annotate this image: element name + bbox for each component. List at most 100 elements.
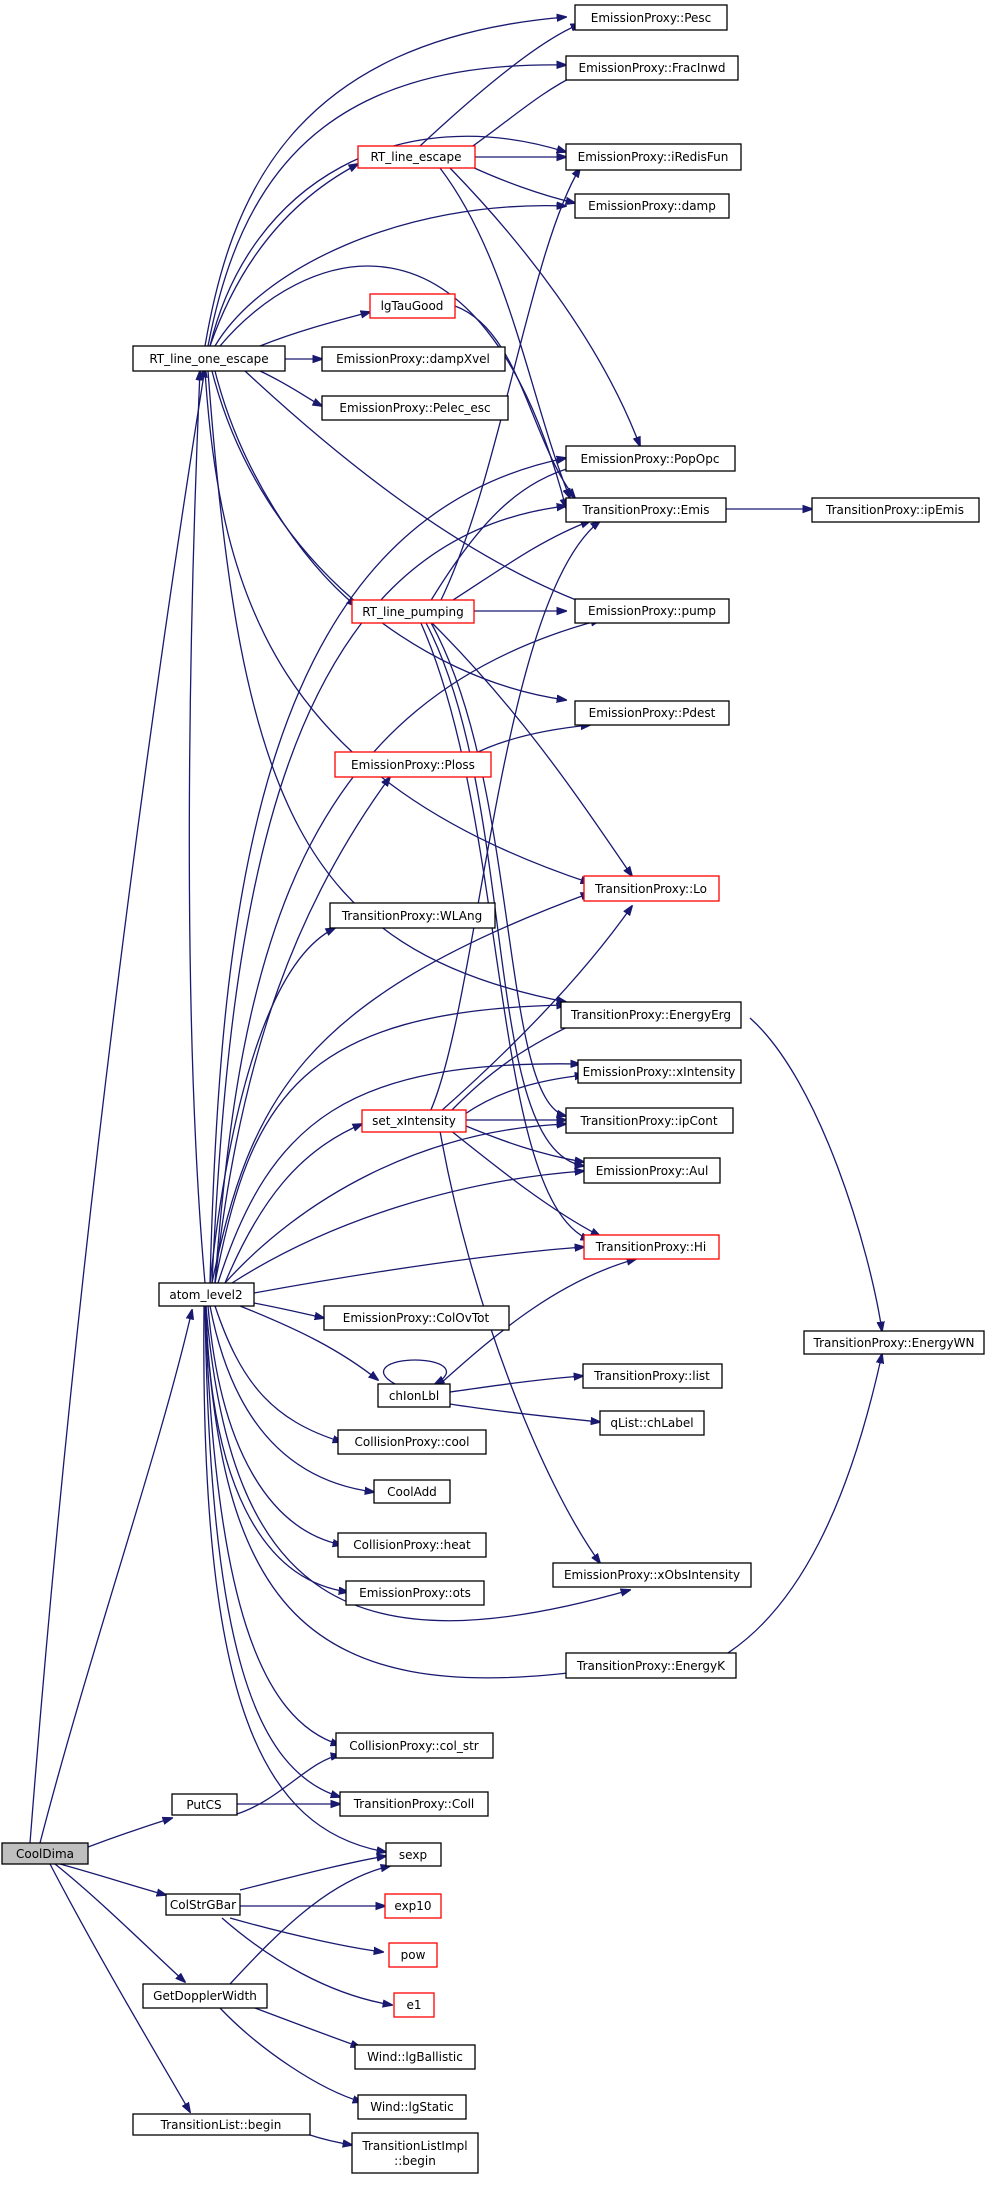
node-ep-popopc[interactable]: EmissionProxy::PopOpc (565, 445, 736, 472)
svg-text:EmissionProxy::Pelec_esc: EmissionProxy::Pelec_esc (339, 401, 490, 415)
svg-text:qList::chLabel: qList::chLabel (610, 1416, 693, 1430)
node-ep-xobsintensity[interactable]: EmissionProxy::xObsIntensity (552, 1562, 752, 1588)
edge-rt-line-pumping-ipcont (429, 620, 566, 1116)
edge-atom-level2-energyerg (214, 1005, 566, 1284)
node-wind-lgballistic[interactable]: Wind::lgBallistic (354, 2044, 476, 2070)
edge-cooldima-getdopplerwidth (54, 1863, 185, 1982)
node-chionlbl[interactable]: chIonLbl (377, 1383, 451, 1408)
edge-rt-line-one-escape-damp (214, 206, 566, 347)
svg-text:EmissionProxy::ColOvTot: EmissionProxy::ColOvTot (343, 1311, 490, 1325)
svg-text:GetDopplerWidth: GetDopplerWidth (153, 1989, 257, 2003)
edge-chionlbl-chlabel (449, 1403, 600, 1422)
edge-rt-line-one-escape-energyerg (207, 370, 566, 1002)
edge-cooldima-putcs (87, 1818, 172, 1848)
node-lgtaugood[interactable]: lgTauGood (369, 293, 456, 319)
node-ep-dampxvel[interactable]: EmissionProxy::dampXvel (321, 346, 506, 372)
edge-getdopplerwidth-lgballistic (254, 2007, 360, 2047)
node-getdopplerwidth[interactable]: GetDopplerWidth (142, 1983, 268, 2009)
svg-text:CoolAdd: CoolAdd (387, 1485, 437, 1499)
node-tp-list[interactable]: TransitionProxy::list (582, 1363, 723, 1389)
node-rt-line-escape[interactable]: RT_line_escape (357, 145, 476, 169)
svg-text:::begin: ::begin (394, 2154, 436, 2168)
svg-text:e1: e1 (406, 1998, 421, 2012)
node-ep-iredisfun[interactable]: EmissionProxy::iRedisFun (565, 143, 742, 171)
edge-atom-level2-set-xintensity (224, 1124, 362, 1284)
node-rt-line-one-escape[interactable]: RT_line_one_escape (132, 345, 286, 372)
edge-atom-level2-chionlbl (239, 1305, 378, 1380)
edge-putcs-col-str (236, 1755, 340, 1815)
node-sexp[interactable]: sexp (385, 1842, 442, 1867)
node-pow[interactable]: pow (388, 1942, 438, 1968)
node-tp-hi[interactable]: TransitionProxy::Hi (583, 1234, 720, 1260)
edge-rt-line-escape-damp (469, 165, 575, 203)
node-ep-pdest[interactable]: EmissionProxy::Pdest (574, 700, 730, 726)
node-cp-col-str[interactable]: CollisionProxy::col_str (335, 1732, 494, 1759)
node-tp-lo[interactable]: TransitionProxy::Lo (583, 875, 720, 902)
svg-text:Wind::lgStatic: Wind::lgStatic (370, 2100, 454, 2114)
node-ep-pelec-esc[interactable]: EmissionProxy::Pelec_esc (321, 395, 509, 421)
svg-text:TransitionProxy::list: TransitionProxy::list (593, 1369, 710, 1383)
edge-rt-line-one-escape-iredisfun (209, 135, 566, 347)
node-cooladd[interactable]: CoolAdd (373, 1479, 451, 1504)
node-tp-energyk[interactable]: TransitionProxy::EnergyK (565, 1652, 737, 1679)
edge-atom-level2-cooladd (209, 1305, 374, 1492)
node-e1[interactable]: e1 (393, 1992, 435, 2018)
edge-cooldima-atom-level2 (39, 1310, 192, 1844)
node-ep-damp[interactable]: EmissionProxy::damp (574, 193, 730, 219)
node-exp10[interactable]: exp10 (384, 1893, 442, 1919)
svg-text:PutCS: PutCS (186, 1798, 221, 1812)
node-ep-aul[interactable]: EmissionProxy::Aul (583, 1157, 721, 1184)
node-tp-energywn[interactable]: TransitionProxy::EnergyWN (803, 1330, 985, 1355)
edge-atom-level2-hi (253, 1247, 584, 1294)
node-set-xintensity[interactable]: set_xIntensity (361, 1109, 467, 1133)
node-ep-xintensity[interactable]: EmissionProxy::xIntensity (577, 1059, 742, 1084)
svg-text:TransitionProxy::EnergyErg: TransitionProxy::EnergyErg (570, 1008, 731, 1022)
node-ep-ploss[interactable]: EmissionProxy::Ploss (334, 751, 492, 778)
edge-rt-line-pumping-lo (429, 620, 632, 876)
node-cp-heat[interactable]: CollisionProxy::heat (337, 1532, 487, 1558)
edge-rt-line-pumping-iredisfun (439, 168, 580, 603)
node-cp-cool[interactable]: CollisionProxy::cool (337, 1429, 487, 1455)
node-colstrgbar[interactable]: ColStrGBar (165, 1893, 241, 1916)
node-transitionlist-begin[interactable]: TransitionList::begin (132, 2113, 311, 2136)
edge-atom-level2-ipcont (224, 1124, 566, 1284)
svg-text:CollisionProxy::cool: CollisionProxy::cool (355, 1435, 470, 1449)
edge-rt-line-one-escape-pelec-esc (259, 370, 322, 406)
node-qlist-chlabel[interactable]: qList::chLabel (599, 1410, 705, 1436)
svg-text:EmissionProxy::FracInwd: EmissionProxy::FracInwd (579, 61, 726, 75)
edge-set-xintensity-hi (449, 1129, 600, 1236)
node-ep-fracinwd[interactable]: EmissionProxy::FracInwd (565, 55, 739, 81)
svg-text:TransitionProxy::EnergyWN: TransitionProxy::EnergyWN (813, 1336, 975, 1350)
node-layer: CoolDima PutCS ColStrGBar GetDopplerWidt… (1, 4, 985, 2174)
node-atom-level2[interactable]: atom_level2 (158, 1282, 255, 1307)
node-transitionlistimpl-begin[interactable]: TransitionListImpl::begin (351, 2132, 479, 2174)
edge-energyerg-energywn (749, 1017, 882, 1331)
node-ep-ots[interactable]: EmissionProxy::ots (345, 1580, 485, 1606)
node-rt-line-pumping[interactable]: RT_line_pumping (351, 599, 475, 624)
node-tp-ipcont[interactable]: TransitionProxy::ipCont (565, 1107, 734, 1134)
svg-text:Wind::lgBallistic: Wind::lgBallistic (367, 2050, 463, 2064)
node-cooldima[interactable]: CoolDima (1, 1842, 89, 1865)
edge-chionlbl-hi (439, 1259, 636, 1385)
svg-text:TransitionProxy::EnergyK: TransitionProxy::EnergyK (576, 1659, 726, 1673)
node-ep-pesc[interactable]: EmissionProxy::Pesc (574, 4, 728, 31)
node-tp-wlang[interactable]: TransitionProxy::WLAng (329, 902, 496, 929)
node-tp-energyerg[interactable]: TransitionProxy::EnergyErg (560, 1001, 742, 1029)
edge-atom-level2-aul (231, 1171, 584, 1284)
svg-text:EmissionProxy::xObsIntensity: EmissionProxy::xObsIntensity (564, 1568, 740, 1582)
node-putcs[interactable]: PutCS (171, 1793, 238, 1816)
edge-set-xintensity-lo (439, 906, 632, 1113)
node-tp-ipemis[interactable]: TransitionProxy::ipEmis (811, 497, 980, 523)
svg-text:CollisionProxy::col_str: CollisionProxy::col_str (349, 1739, 479, 1753)
node-tp-coll[interactable]: TransitionProxy::Coll (339, 1791, 489, 1817)
node-tp-emis[interactable]: TransitionProxy::Emis (565, 497, 727, 523)
node-wind-lgstatic[interactable]: Wind::lgStatic (357, 2094, 467, 2120)
edge-rt-line-one-escape-lgtaugood (259, 312, 370, 347)
edge-cooldima-rt-line-one-escape (29, 368, 205, 1844)
node-ep-pump[interactable]: EmissionProxy::pump (574, 598, 730, 624)
edge-rt-line-one-escape-lo (204, 370, 590, 883)
edge-atom-level2-popopc (209, 458, 566, 1284)
node-ep-colovtot[interactable]: EmissionProxy::ColOvTot (323, 1305, 510, 1331)
edge-rt-line-escape-emis (439, 167, 570, 498)
svg-text:EmissionProxy::dampXvel: EmissionProxy::dampXvel (336, 352, 490, 366)
